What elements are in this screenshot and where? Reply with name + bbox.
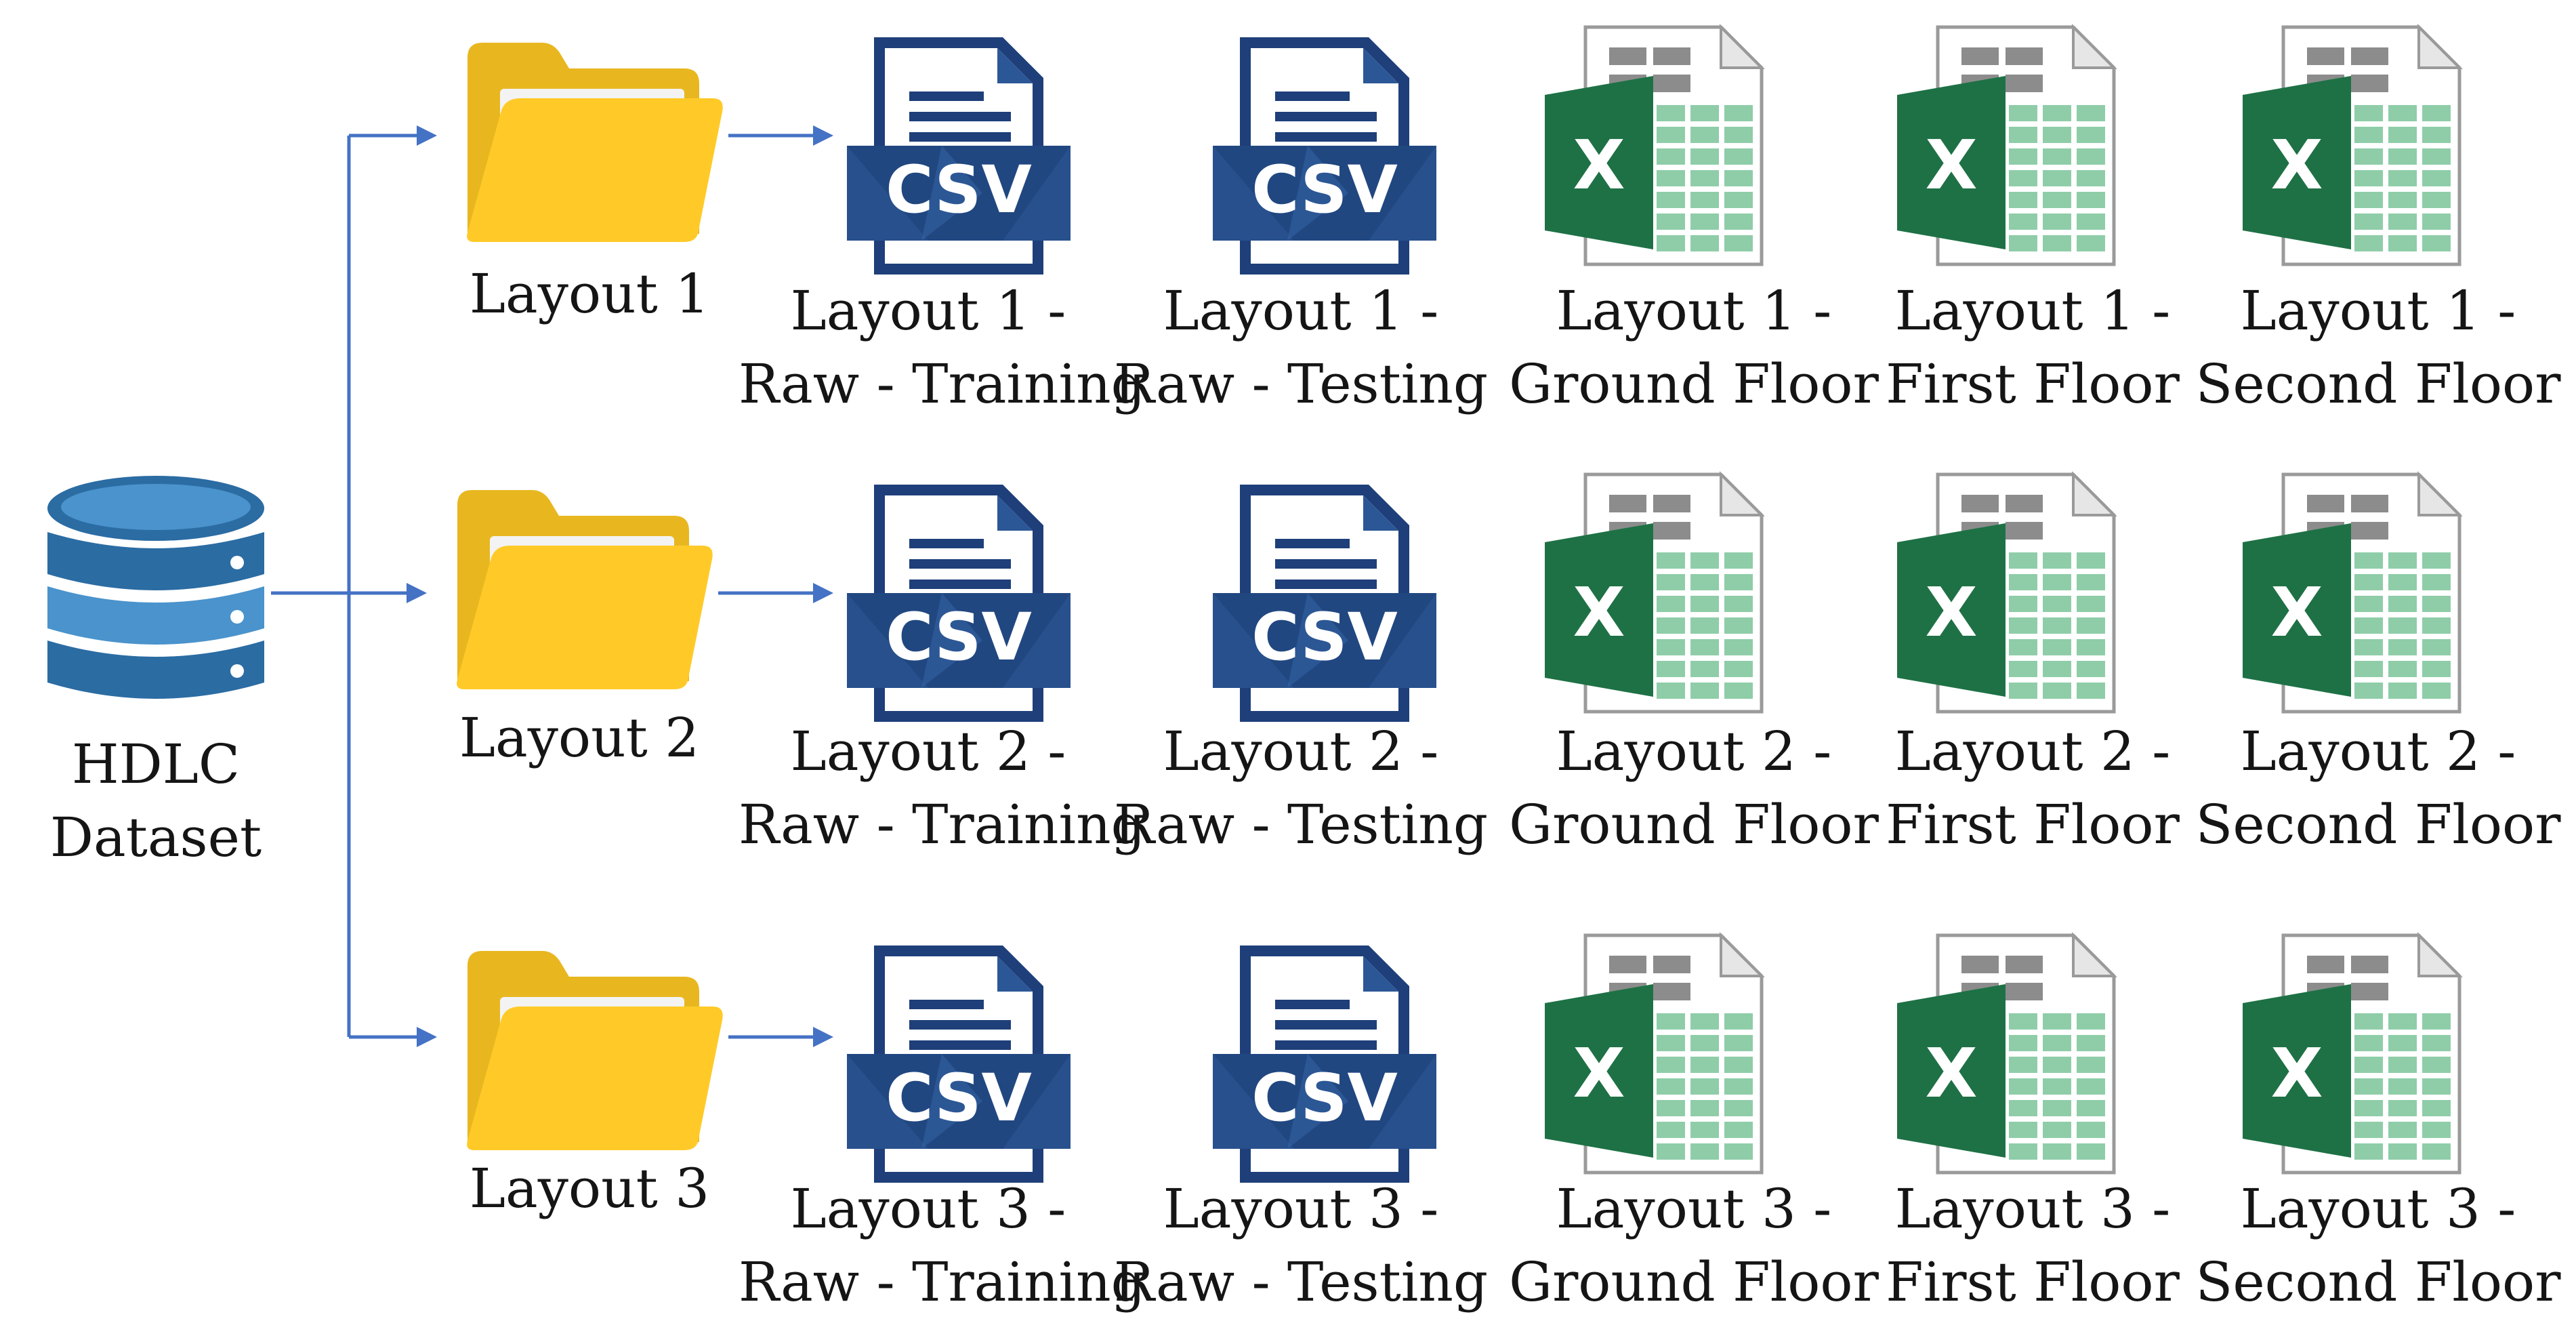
file-label-line: Layout 1 - — [2240, 279, 2516, 342]
file-label-line: Raw - Testing — [1113, 1250, 1489, 1314]
root-label: HDLC Dataset — [20, 728, 291, 874]
file-label-line: Second Floor — [2195, 352, 2561, 415]
excel-file-icon: X — [2243, 471, 2463, 714]
excel-badge-text: X — [1573, 1034, 1625, 1113]
file-label-line: Layout 2 - — [2240, 720, 2516, 783]
file-label: Layout 1 - Ground Floor — [1504, 274, 1884, 421]
file-label-line: Raw - Training — [739, 352, 1146, 415]
excel-badge-text: X — [2270, 573, 2323, 652]
csv-file-icon: CSV — [1213, 946, 1436, 1183]
file-label-line: Layout 3 - — [2240, 1177, 2516, 1240]
file-label-line: Raw - Testing — [1113, 352, 1489, 415]
file-label: Layout 2 - Raw - Testing — [1111, 715, 1491, 861]
excel-file-icon: X — [1897, 471, 2117, 714]
file-label: Layout 3 - Raw - Training — [739, 1173, 1146, 1319]
file-label-line: Ground Floor — [1509, 793, 1879, 856]
file-label-line: Raw - Training — [739, 1250, 1146, 1314]
excel-file-icon: X — [1545, 24, 1765, 266]
excel-file-icon: X — [2243, 932, 2463, 1175]
file-label-line: First Floor — [1886, 352, 2180, 415]
csv-badge-text: CSV — [1251, 152, 1398, 228]
file-label-line: Layout 1 - — [1556, 279, 1832, 342]
file-label: Layout 1 - First Floor — [1843, 274, 2222, 421]
file-label: Layout 3 - Raw - Testing — [1111, 1173, 1491, 1319]
file-label-line: Layout 2 - — [1556, 720, 1832, 783]
file-label: Layout 3 - Ground Floor — [1504, 1173, 1884, 1319]
excel-badge-text: X — [1925, 125, 1977, 205]
file-label: Layout 2 - Raw - Training — [739, 715, 1146, 861]
folder-icon — [467, 951, 723, 1150]
csv-file-icon: CSV — [847, 485, 1071, 722]
file-label-line: Layout 1 - — [1163, 279, 1439, 342]
file-label: Layout 1 - Raw - Training — [739, 274, 1146, 421]
file-label-line: Layout 2 - — [790, 720, 1066, 783]
excel-badge-text: X — [1573, 125, 1625, 205]
root-label-line: Dataset — [49, 806, 262, 869]
file-label-line: First Floor — [1886, 1250, 2180, 1314]
file-label-line: Ground Floor — [1509, 352, 1879, 415]
csv-badge-text: CSV — [886, 599, 1032, 675]
root-label-line: HDLC — [71, 733, 241, 796]
folder-label: Layout 3 — [469, 1157, 710, 1220]
excel-file-icon: X — [1545, 471, 1765, 714]
excel-badge-text: X — [1925, 1034, 1977, 1113]
csv-badge-text: CSV — [886, 1060, 1032, 1136]
excel-badge-text: X — [1573, 573, 1625, 652]
file-label: Layout 3 - First Floor — [1843, 1173, 2222, 1319]
file-label-line: Layout 3 - — [790, 1177, 1066, 1240]
file-label: Layout 1 - Raw - Testing — [1111, 274, 1491, 421]
folder-icon — [467, 43, 723, 242]
excel-badge-text: X — [2270, 125, 2323, 205]
file-label-line: First Floor — [1886, 793, 2180, 856]
excel-file-icon: X — [1897, 932, 2117, 1175]
csv-badge-text: CSV — [1251, 1060, 1398, 1136]
file-label-line: Second Floor — [2195, 1250, 2561, 1314]
folder-label: Layout 1 — [469, 262, 710, 325]
file-label: Layout 3 - Second Floor — [2188, 1173, 2568, 1319]
csv-badge-text: CSV — [1251, 599, 1398, 675]
csv-file-icon: CSV — [1213, 37, 1436, 274]
file-label: Layout 2 - Ground Floor — [1504, 715, 1884, 861]
excel-badge-text: X — [1925, 573, 1977, 652]
file-label: Layout 1 - Second Floor — [2188, 274, 2568, 421]
file-label-line: Layout 3 - — [1894, 1177, 2171, 1240]
file-label-line: Layout 2 - — [1894, 720, 2171, 783]
file-label: Layout 2 - First Floor — [1843, 715, 2222, 861]
file-label-line: Layout 1 - — [1894, 279, 2171, 342]
file-label-line: Raw - Training — [739, 793, 1146, 856]
file-label-line: Raw - Testing — [1113, 793, 1489, 856]
csv-file-icon: CSV — [847, 946, 1071, 1183]
excel-file-icon: X — [1545, 932, 1765, 1175]
csv-badge-text: CSV — [886, 152, 1032, 228]
database-icon — [47, 476, 264, 699]
file-label-line: Ground Floor — [1509, 1250, 1879, 1314]
csv-file-icon: CSV — [1213, 485, 1436, 722]
folder-label: Layout 2 — [459, 706, 700, 769]
excel-file-icon: X — [2243, 24, 2463, 266]
excel-file-icon: X — [1897, 24, 2117, 266]
file-label-line: Layout 1 - — [790, 279, 1066, 342]
folder-icon — [457, 490, 713, 689]
file-label-line: Layout 3 - — [1556, 1177, 1832, 1240]
file-label: Layout 2 - Second Floor — [2188, 715, 2568, 861]
file-label-line: Second Floor — [2195, 793, 2561, 856]
csv-file-icon: CSV — [847, 37, 1071, 274]
file-label-line: Layout 3 - — [1163, 1177, 1439, 1240]
file-label-line: Layout 2 - — [1163, 720, 1439, 783]
excel-badge-text: X — [2270, 1034, 2323, 1113]
